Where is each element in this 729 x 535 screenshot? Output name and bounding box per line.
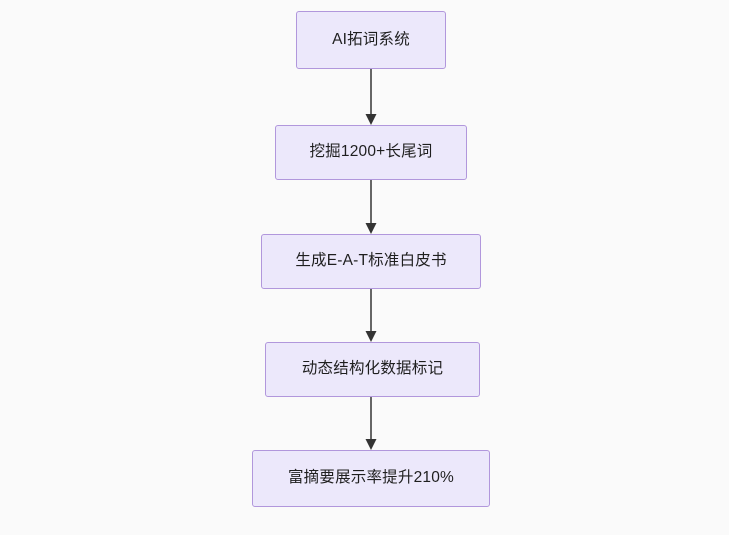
flow-node-mine-longtail-keywords[interactable]: 挖掘1200+长尾词 [275,125,467,180]
arrowhead-icon [365,223,377,234]
flow-node-label: 挖掘1200+长尾词 [309,143,433,161]
flow-node-dynamic-structured-data-markup[interactable]: 动态结构化数据标记 [265,342,480,397]
edge-n2-n3 [356,180,386,235]
flow-node-rich-snippet-rate-increase[interactable]: 富摘要展示率提升210% [252,450,490,507]
flow-node-label: 生成E-A-T标准白皮书 [295,252,447,270]
arrowhead-icon [365,114,377,125]
flow-node-label: 富摘要展示率提升210% [287,469,455,487]
edge-n1-n2 [356,69,386,126]
edge-n3-n4 [356,289,386,343]
edge-n4-n5 [356,397,386,451]
flow-node-label: AI拓词系统 [332,30,410,48]
arrowhead-icon [365,331,377,342]
flow-node-ai-keyword-system[interactable]: AI拓词系统 [296,11,446,69]
flow-node-label: 动态结构化数据标记 [301,360,444,378]
arrowhead-icon [365,439,377,450]
flow-node-generate-eat-whitepaper[interactable]: 生成E-A-T标准白皮书 [261,234,481,289]
